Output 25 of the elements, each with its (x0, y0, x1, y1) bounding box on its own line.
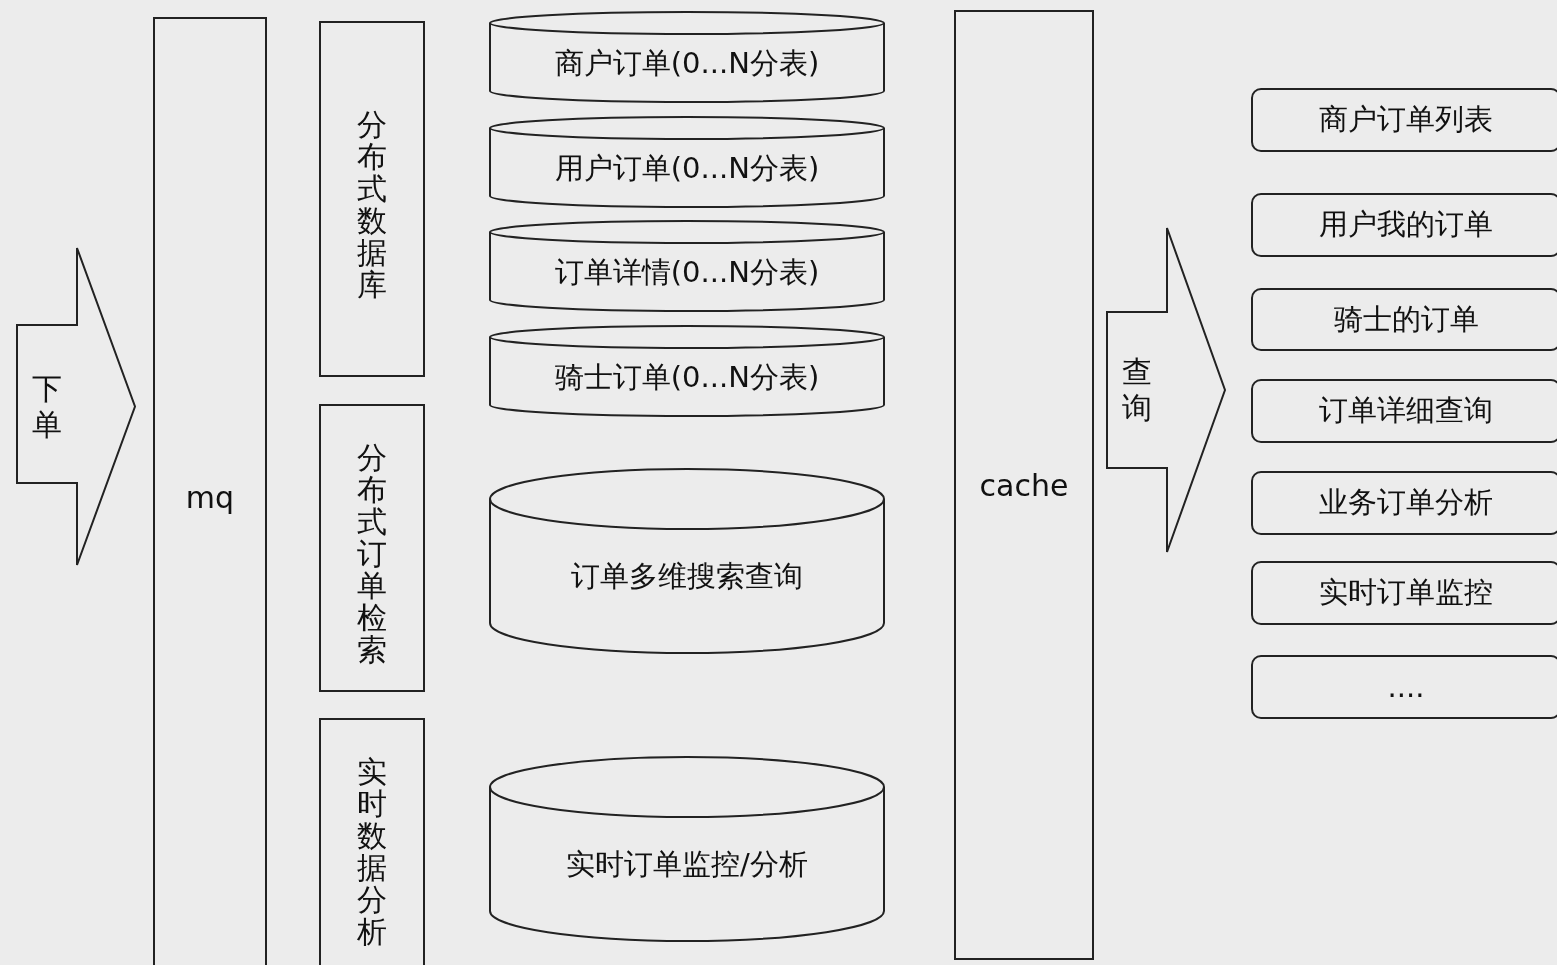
cylinder-label: 订单多维搜索查询 (570, 558, 804, 594)
edge-label: 下单 (31, 370, 63, 443)
block-arrow (16, 247, 137, 566)
cylinder-label: 用户订单(0...N分表) (553, 149, 821, 186)
query-box: .... (1251, 655, 1557, 719)
cylinder-label: 订单详情(0...N分表) (553, 253, 821, 290)
cylinder-label: 商户订单(0...N分表) (553, 44, 821, 81)
layer-box (319, 21, 425, 377)
cylinder-label: 实时订单监控/分析 (565, 846, 809, 882)
query-box: 骑士的订单 (1251, 288, 1557, 351)
layer-label: 分布式订单检索 (356, 442, 388, 666)
layer-box (319, 718, 425, 965)
query-box: 业务订单分析 (1251, 471, 1557, 535)
process-box: cache (954, 10, 1094, 960)
query-box: 实时订单监控 (1251, 561, 1557, 625)
layer-label: 实时数据分析 (356, 756, 388, 948)
layer-label: 分布式数据库 (356, 109, 388, 301)
block-arrow (1106, 227, 1227, 553)
process-box: mq (153, 17, 267, 965)
query-box: 用户我的订单 (1251, 193, 1557, 257)
query-box: 订单详细查询 (1251, 379, 1557, 443)
layer-box (319, 404, 425, 692)
query-box: 商户订单列表 (1251, 88, 1557, 152)
edge-label: 查询 (1121, 354, 1153, 426)
cylinder-label: 骑士订单(0...N分表) (553, 358, 821, 395)
